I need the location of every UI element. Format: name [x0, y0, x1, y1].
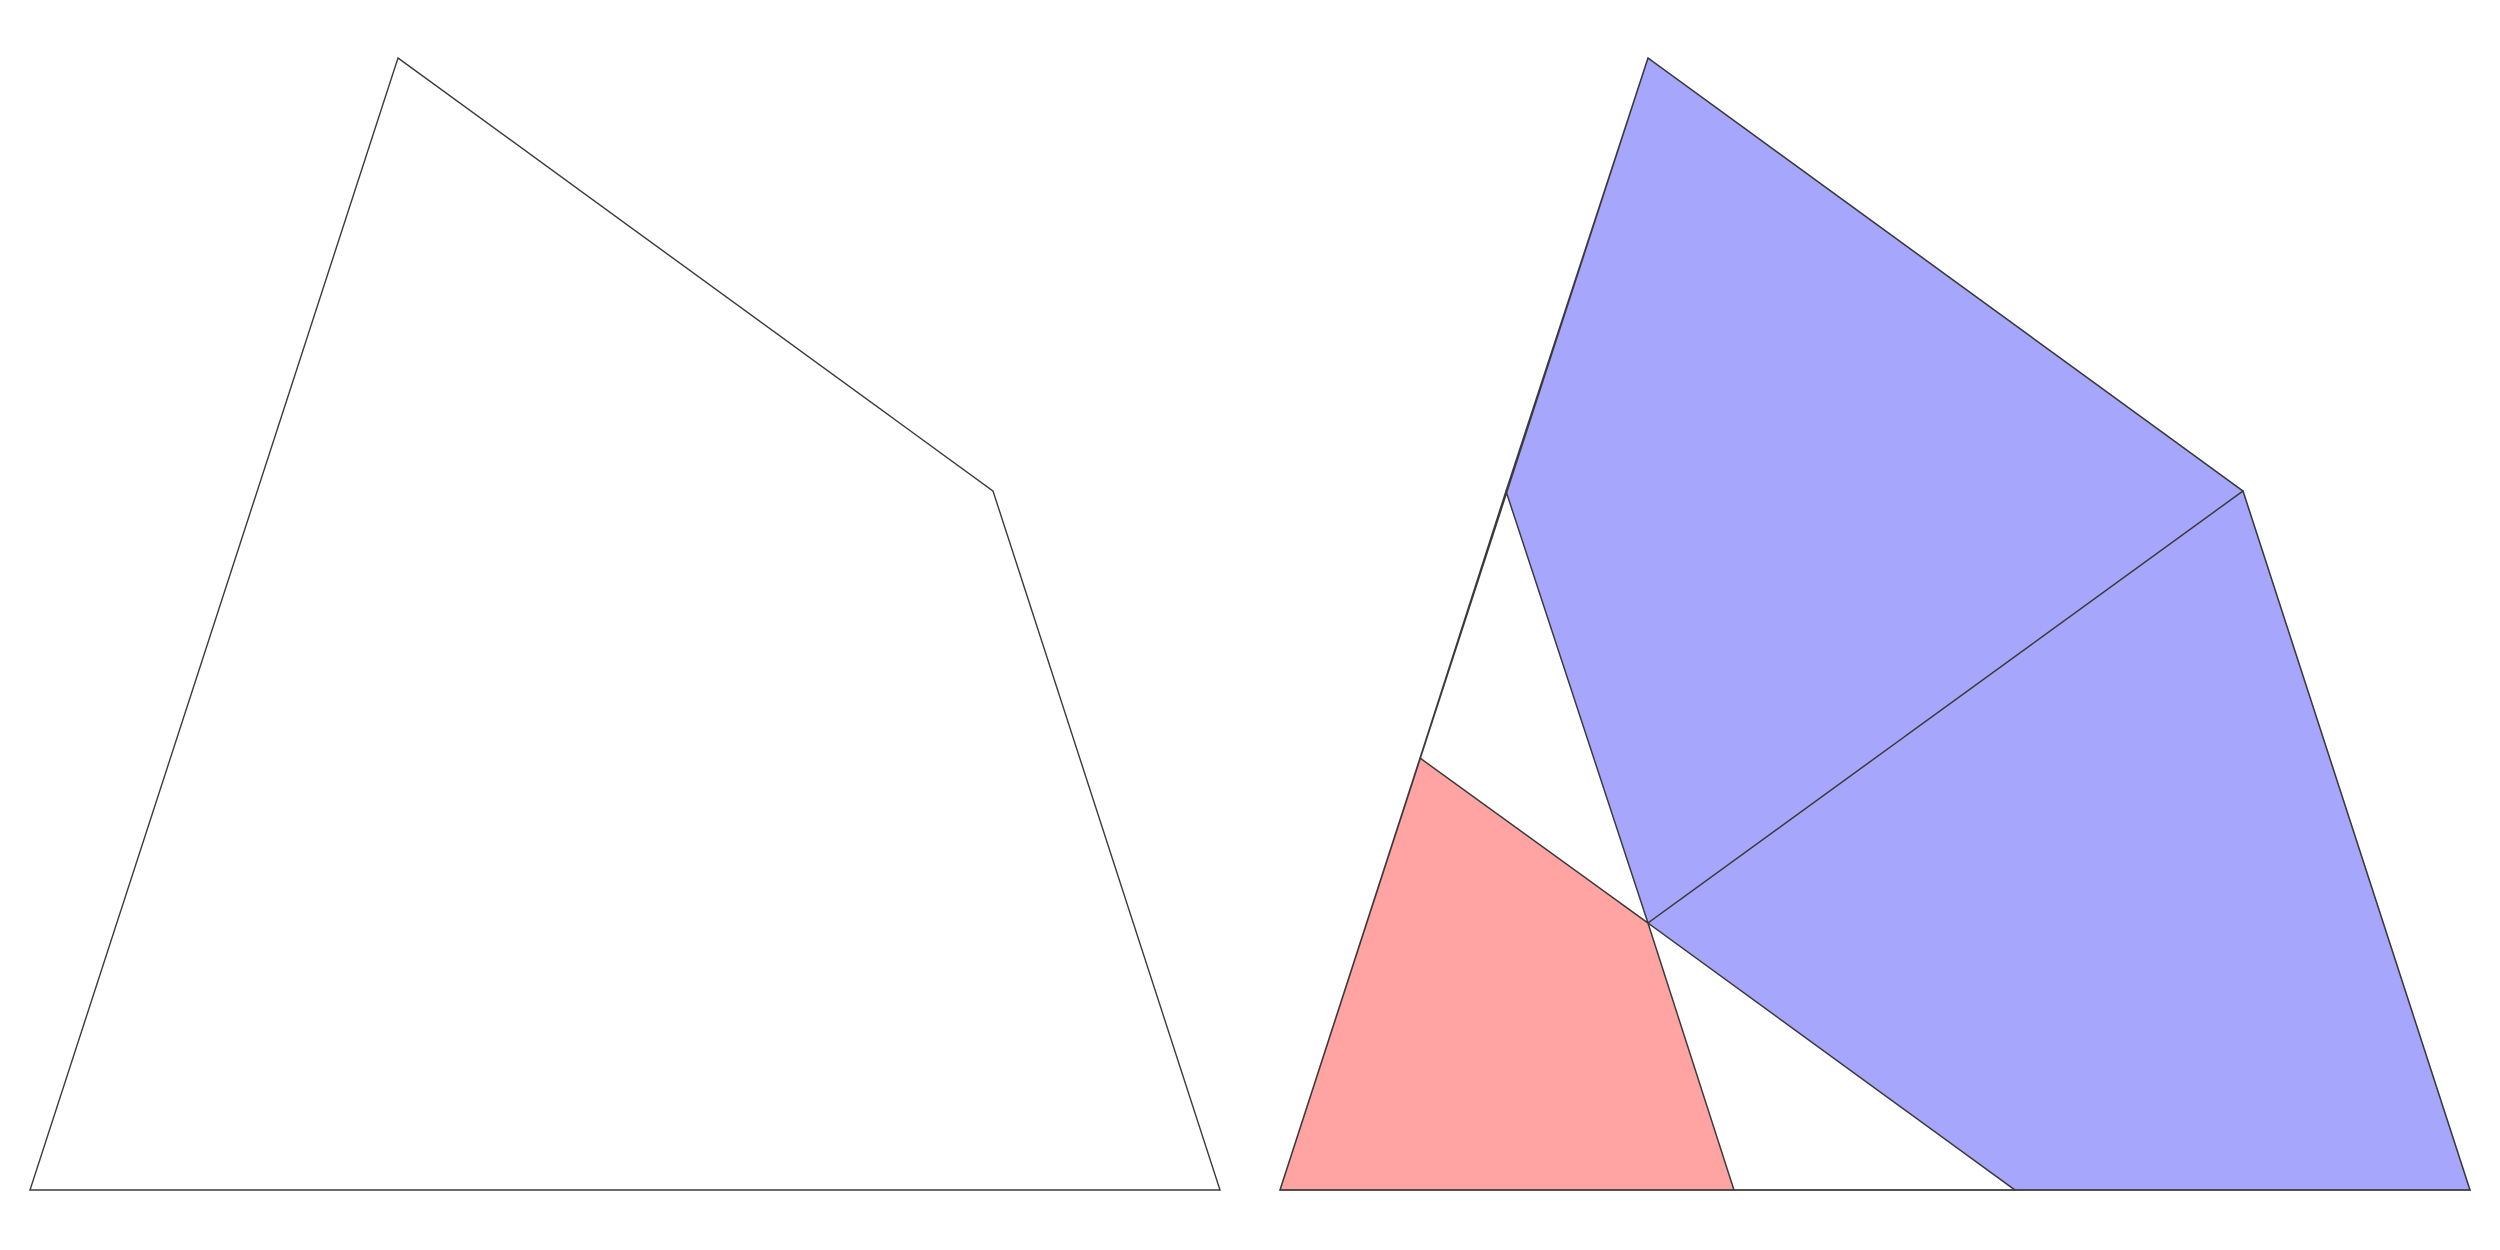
dissected-pentagon [1279, 56, 2471, 1191]
original-pentagon [29, 56, 1221, 1191]
dissected-pentagon-outline [1279, 56, 2471, 1191]
original-pentagon-outline [29, 56, 1221, 1191]
